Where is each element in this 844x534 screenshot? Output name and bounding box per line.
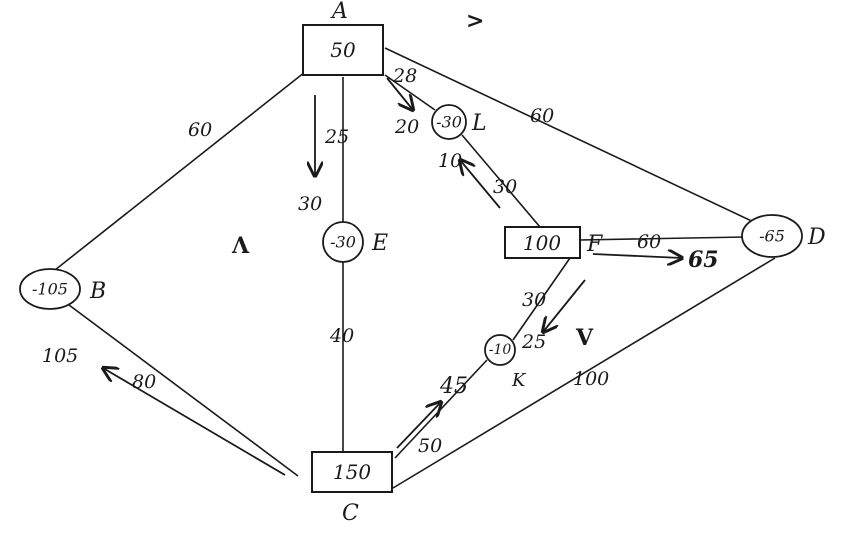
cycle-mark-left: Λ [231, 233, 250, 259]
node-k-label: K [511, 370, 527, 391]
edge-label-fd: 60 [637, 231, 661, 253]
flow-arrow-f-k [543, 279, 586, 332]
node-a-value: 50 [330, 38, 356, 62]
node-a: 50 A [302, 0, 384, 76]
edge-label-ae: 25 [324, 126, 349, 148]
node-e-value: -30 [330, 233, 356, 252]
flow-arrow-a-l [386, 77, 413, 110]
edge-f-d [579, 236, 746, 241]
edge-f-k [512, 257, 571, 341]
flow-label-c-b: 105 [42, 345, 78, 367]
edge-label-ck: 50 [418, 435, 442, 457]
node-c-label: C [342, 501, 359, 526]
edge-label-cd: 100 [573, 368, 609, 390]
node-f: 100 F [504, 226, 603, 259]
edge-label-fk: 30 [522, 289, 546, 311]
flow-label-f-l: 10 [438, 150, 462, 172]
flow-arrow-c-k [396, 402, 441, 449]
edge-label-ab: 60 [188, 119, 212, 141]
flow-label-f-d: 65 [688, 247, 719, 273]
node-l-label: L [471, 111, 487, 136]
node-e-label: E [371, 231, 388, 256]
flow-label-a-l: 20 [394, 116, 419, 138]
flow-label-f-k: 25 [521, 331, 546, 353]
edge-label-ad: 60 [530, 105, 554, 127]
flow-arrow-f-l [460, 160, 501, 209]
node-b: -105 B [19, 268, 106, 310]
flow-arrow-c-b [103, 368, 286, 476]
node-f-value: 100 [523, 231, 561, 255]
flow-label-a-e: 30 [298, 193, 322, 215]
edge-label-cb: 80 [132, 371, 156, 393]
node-k: -10 K [484, 334, 527, 391]
edge-label-fl: 30 [493, 176, 517, 198]
edge-c-d [392, 257, 776, 489]
edge-label-al: 28 [392, 65, 417, 87]
node-c: 150 C [311, 451, 393, 526]
flow-arrow-f-d [592, 254, 682, 258]
node-a-label: A [330, 0, 348, 24]
flow-label-c-k: 45 [439, 374, 468, 399]
node-l: -30 L [431, 104, 487, 140]
node-c-value: 150 [333, 460, 371, 484]
cycle-mark-right: V [575, 325, 594, 351]
node-b-value: -105 [32, 280, 68, 299]
edge-a-d [384, 47, 776, 233]
edge-label-ce: 40 [329, 325, 354, 347]
edge-l-f [461, 134, 541, 228]
cycle-mark-top: > [466, 8, 484, 34]
node-d: -65 D [741, 214, 826, 258]
node-d-value: -65 [759, 227, 785, 246]
node-f-label: F [586, 232, 603, 257]
node-l-value: -30 [436, 113, 462, 132]
edge-a-l [384, 74, 436, 111]
node-k-value: -10 [489, 342, 512, 358]
node-d-label: D [807, 225, 826, 250]
edge-a-b [54, 71, 306, 271]
edge-c-b [64, 301, 299, 477]
node-e: -30 E [322, 221, 388, 263]
node-b-label: B [89, 279, 106, 304]
